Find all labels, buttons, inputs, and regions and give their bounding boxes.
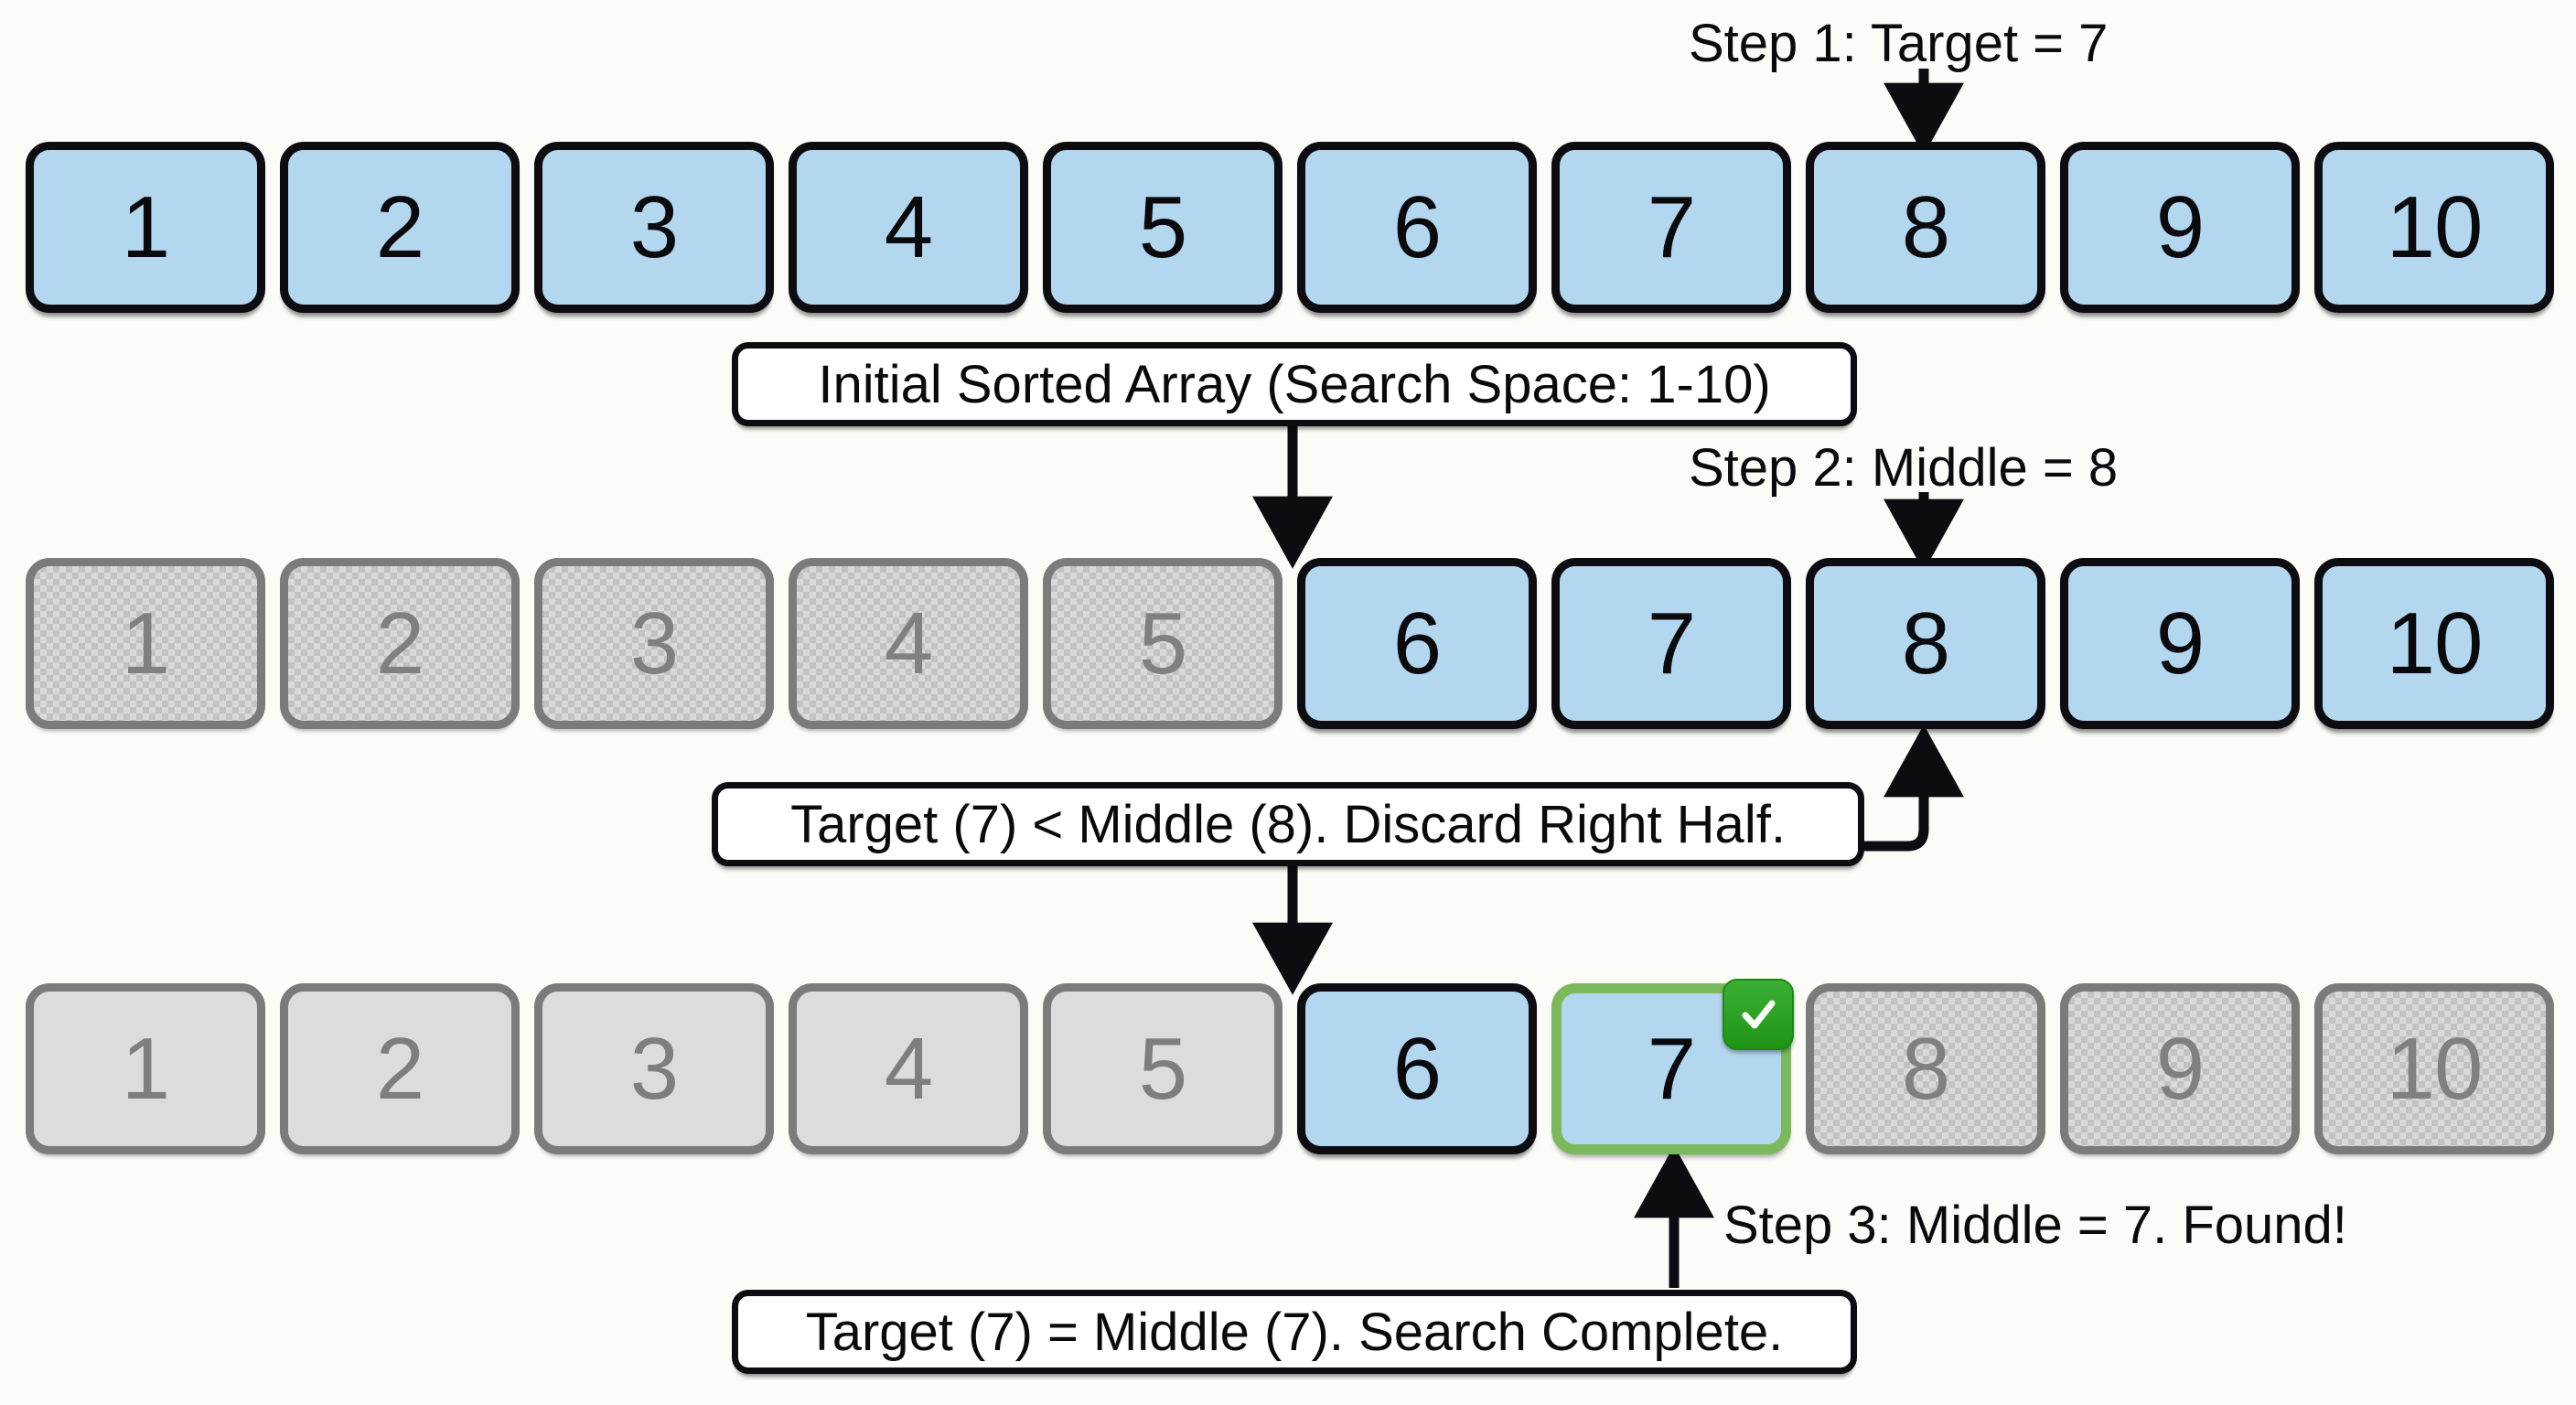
step-3-note: Step 3: Middle = 7. Found! [1723, 1196, 2347, 1255]
array-cell[interactable]: 5 [1043, 983, 1283, 1154]
array-cell[interactable]: 8 [1806, 142, 2045, 313]
array-cell[interactable]: 7 [1551, 558, 1791, 729]
array-cell[interactable]: 2 [280, 983, 520, 1154]
callout-search-complete: Target (7) = Middle (7). Search Complete… [732, 1290, 1857, 1374]
array-row-step3: 1 2 3 4 5 6 7 8 9 10 [26, 979, 2554, 1154]
array-cell[interactable]: 6 [1297, 558, 1537, 729]
array-cell[interactable]: 6 [1297, 983, 1537, 1154]
arrow-discard-elbow-to-cell8 [1864, 724, 1964, 852]
array-cell-found[interactable]: 7 [1551, 979, 1794, 1154]
array-cell[interactable]: 1 [26, 142, 265, 313]
array-cell[interactable]: 9 [2060, 142, 2300, 313]
array-cell[interactable]: 9 [2060, 983, 2300, 1154]
array-cell[interactable]: 1 [26, 983, 265, 1154]
array-cell[interactable]: 2 [280, 142, 520, 313]
array-cell[interactable]: 1 [26, 558, 265, 729]
array-cell[interactable]: 10 [2314, 142, 2554, 313]
callout-initial-array: Initial Sorted Array (Search Space: 1-10… [732, 342, 1857, 426]
array-cell[interactable]: 3 [534, 983, 774, 1154]
array-cell[interactable]: 3 [534, 558, 774, 729]
array-row-initial: 1 2 3 4 5 6 7 8 9 10 [26, 142, 2554, 313]
array-cell[interactable]: 9 [2060, 558, 2300, 729]
array-cell[interactable]: 10 [2314, 558, 2554, 729]
array-cell[interactable]: 10 [2314, 983, 2554, 1154]
array-cell[interactable]: 7 [1551, 142, 1791, 313]
array-cell[interactable]: 8 [1806, 983, 2045, 1154]
array-cell[interactable]: 3 [534, 142, 774, 313]
array-cell[interactable]: 2 [280, 558, 520, 729]
array-cell[interactable]: 6 [1297, 142, 1537, 313]
array-cell[interactable]: 4 [789, 983, 1028, 1154]
step-1-note: Step 1: Target = 7 [1689, 14, 2109, 73]
array-cell[interactable]: 4 [789, 142, 1028, 313]
array-cell[interactable]: 8 [1806, 558, 2045, 729]
check-icon [1723, 979, 1794, 1050]
callout-discard-right-half: Target (7) < Middle (8). Discard Right H… [712, 782, 1864, 866]
array-row-step2: 1 2 3 4 5 6 7 8 9 10 [26, 558, 2554, 729]
array-cell-found-value: 7 [1647, 1019, 1696, 1118]
array-cell[interactable]: 5 [1043, 142, 1283, 313]
array-cell[interactable]: 4 [789, 558, 1028, 729]
step-2-note: Step 2: Middle = 8 [1689, 438, 2119, 498]
array-cell[interactable]: 5 [1043, 558, 1283, 729]
